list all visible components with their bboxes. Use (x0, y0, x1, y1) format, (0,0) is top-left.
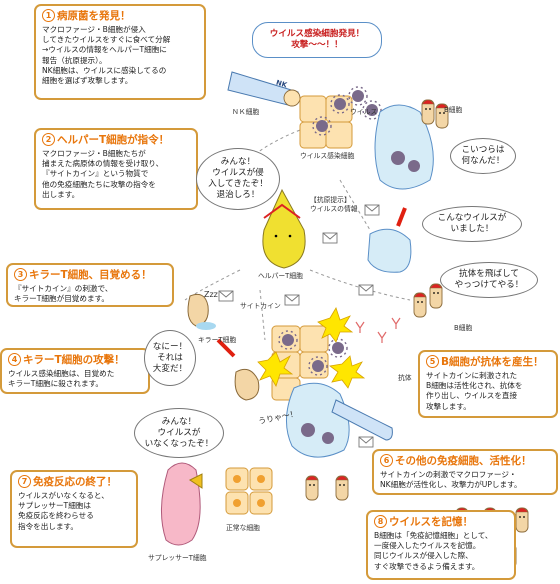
step-2-title-text: ヘルパーT細胞が指令！ (57, 134, 170, 146)
macrophage-top (374, 104, 434, 190)
step-7-title-text: 免疫反応の終了！ (33, 476, 117, 488)
red-arrow-killer (216, 338, 236, 358)
step-8-number: 8 (374, 515, 387, 528)
bubble-virus-gone: みんな！ ウイルスが いなくなったぞ！ (134, 408, 224, 458)
step-7-body: ウイルスがいなくなると、 サプレッサーT細胞は 免疫反応を終わらせる 指令を出し… (18, 491, 109, 531)
label-b-cell-top: B細胞 (444, 106, 463, 114)
bubble-this-virus: こんなウイルスが いました！ (422, 206, 522, 242)
macrophage-bottom (286, 382, 350, 458)
bubble-virus-found: ウイルス感染細胞発見！ 攻撃～～！！ (252, 22, 382, 58)
helper-t-cell (262, 188, 306, 269)
label-zzz: Zzz (204, 290, 218, 299)
step-4-number: 4 (8, 353, 21, 366)
step-6-title-text: その他の免疫細胞、活性化！ (395, 455, 532, 467)
b-cells-mid (413, 283, 443, 318)
bubble-helper-call: みんな！ ウイルスが侵 入してきたぞ！ 退治しろ！ (196, 148, 280, 210)
step-8-body: B細胞は「免疫記憶細胞」として、 一度侵入したウイルスを記憶。 同じウイルスが侵… (374, 531, 493, 571)
label-b-cell-mid: B細胞 (454, 324, 473, 332)
step-3-number: 3 (14, 268, 27, 281)
nk-cell-top (227, 71, 301, 107)
bubble-who-is-this: こいつらは 何なんだ！ (450, 138, 516, 174)
label-antibody: 抗体 (398, 374, 412, 382)
label-cytokine: サイトカイン (240, 302, 281, 310)
step-4-body: ウイルス感染細胞は、目覚めた キラーT細胞に殺されます。 (8, 369, 115, 389)
bubble-killer-wake: なにー！ それは 大変だ！ (144, 330, 196, 386)
step-5-title-text: B細胞が抗体を産生！ (441, 356, 544, 368)
red-arrow-mid (396, 207, 407, 227)
step-6-number: 6 (380, 454, 393, 467)
bubble-antibody: 抗体を飛ばして やっつけてやる！ (440, 262, 538, 298)
step-1-number: 1 (42, 9, 55, 22)
step-7-number: 7 (18, 475, 31, 488)
step-3-title-text: キラーT細胞、目覚める！ (29, 269, 152, 281)
killer-t-attack (234, 368, 260, 401)
suppressor-t-cell (160, 462, 203, 546)
step-3-body: 『サイトカイン』の刺激で、 キラーT細胞が目覚めます。 (14, 284, 113, 304)
step-6-body: サイトカインの刺激でマクロファージ・ NK細胞が活性化し、攻撃力がUPします。 (380, 470, 522, 490)
step-5-number: 5 (426, 355, 439, 368)
label-infected-cell: ウイルス感染細胞 (300, 152, 355, 160)
step-1-title-text: 病原菌を発見！ (57, 10, 131, 22)
infected-cells-top (299, 86, 382, 149)
label-nk: ＮＫ細胞 (232, 108, 260, 116)
step-2-number: 2 (42, 133, 55, 146)
label-normal-cell: 正常な細胞 (226, 524, 260, 532)
label-suppressor: サプレッサーT細胞 (148, 554, 207, 562)
label-killer: キラーT細胞 (198, 336, 237, 344)
label-helper: ヘルパーT細胞 (258, 272, 303, 280)
step-5-body: サイトカインに刺激された B細胞は活性化され、抗体を 作り出し、ウイルスを直接 … (426, 371, 523, 411)
killer-t-sleeping (187, 293, 216, 330)
macrophage-mid (367, 228, 412, 273)
nk-cell-bottom (331, 399, 393, 441)
antibodies (355, 317, 401, 343)
normal-cells (225, 467, 273, 515)
impact-burst (257, 307, 366, 389)
label-virus: ウイルス (350, 108, 378, 116)
label-antigen: 【抗原提示】 ウイルスの情報 (310, 196, 358, 213)
step-8-title-text: ウイルスを記憶！ (389, 516, 473, 528)
step-2-body: マクロファージ・B細胞たちが 捕まえた病原体の情報を受け取り、 『サイトカイン』… (42, 149, 164, 199)
step-4-title-text: キラーT細胞の攻撃！ (23, 354, 125, 366)
step-1-body: マクロファージ・B細胞が侵入 してきたウイルスをすぐに食べて分解 →ウイルスの情… (42, 25, 171, 86)
